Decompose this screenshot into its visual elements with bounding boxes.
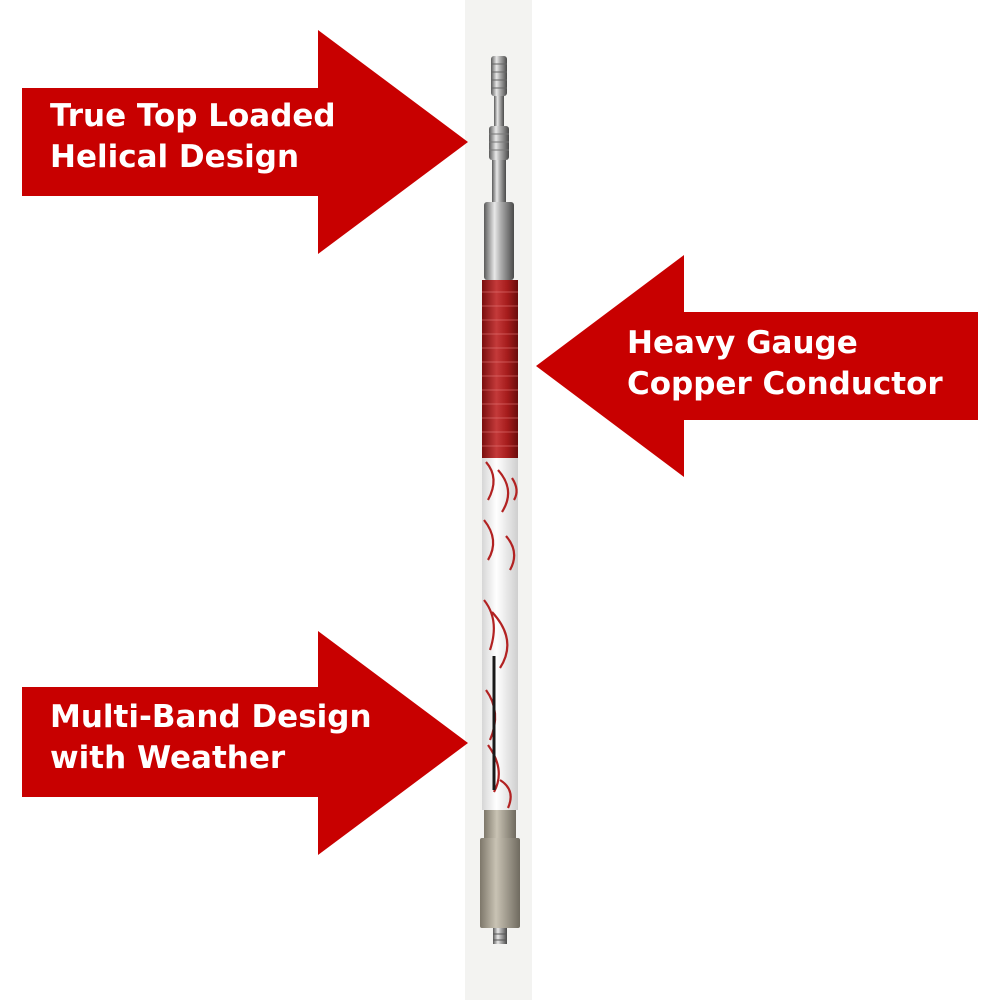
callout-copper-conductor: Heavy Gauge Copper Conductor <box>536 255 978 477</box>
antenna-shaft <box>482 458 518 810</box>
callout-text-line: Copper Conductor <box>627 366 943 402</box>
arrow-left-icon <box>536 255 978 477</box>
callout-multi-band: Multi-Band Design with Weather <box>22 631 468 855</box>
copper-coil <box>482 280 518 458</box>
callout-text-line: Heavy Gauge <box>627 325 858 361</box>
callout-text-line: Multi-Band Design <box>50 699 372 735</box>
arrow-right-icon <box>22 631 468 855</box>
callout-text-line: Helical Design <box>50 139 300 175</box>
antenna-tip <box>484 56 514 280</box>
antenna-base <box>480 810 520 944</box>
callout-text-line: True Top Loaded <box>50 98 336 134</box>
callout-top-loaded: True Top Loaded Helical Design <box>22 30 468 254</box>
arrow-right-icon <box>22 30 468 254</box>
callout-text-line: with Weather <box>50 740 286 776</box>
